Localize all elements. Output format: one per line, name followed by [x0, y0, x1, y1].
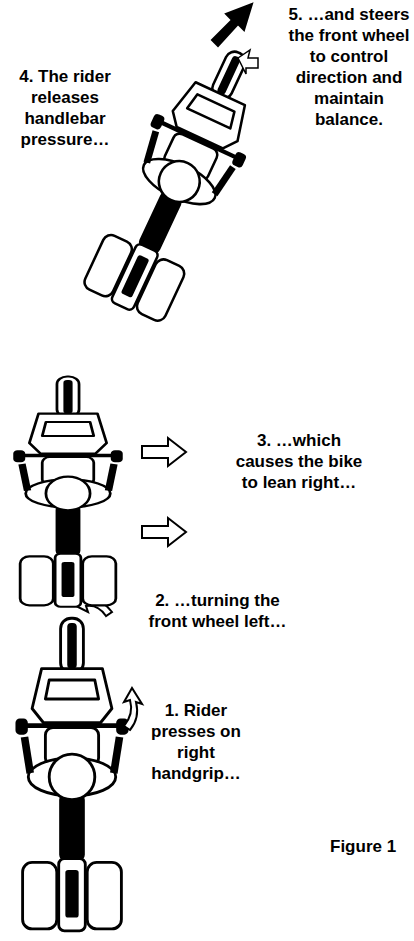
direction-arrow [212, 4, 252, 46]
step-label: 4. The rider releases handlebar pressure… [5, 66, 125, 150]
press-arrow [124, 688, 142, 730]
lean-arrow [142, 518, 186, 546]
steer-arrow [238, 50, 258, 74]
step-label: 5. …and steers the front wheel to contro… [288, 4, 410, 130]
leaning-bike [15, 377, 122, 607]
figure-caption: Figure 1 [330, 836, 396, 857]
step-label: 1. Rider presses on right handgrip… [150, 700, 242, 784]
upright-bike [17, 618, 127, 931]
step-label: 3. …which causes the bike to lean right… [228, 430, 370, 493]
step-label: 2. …turning the front wheel left… [135, 590, 300, 632]
lean-arrow [142, 438, 186, 466]
